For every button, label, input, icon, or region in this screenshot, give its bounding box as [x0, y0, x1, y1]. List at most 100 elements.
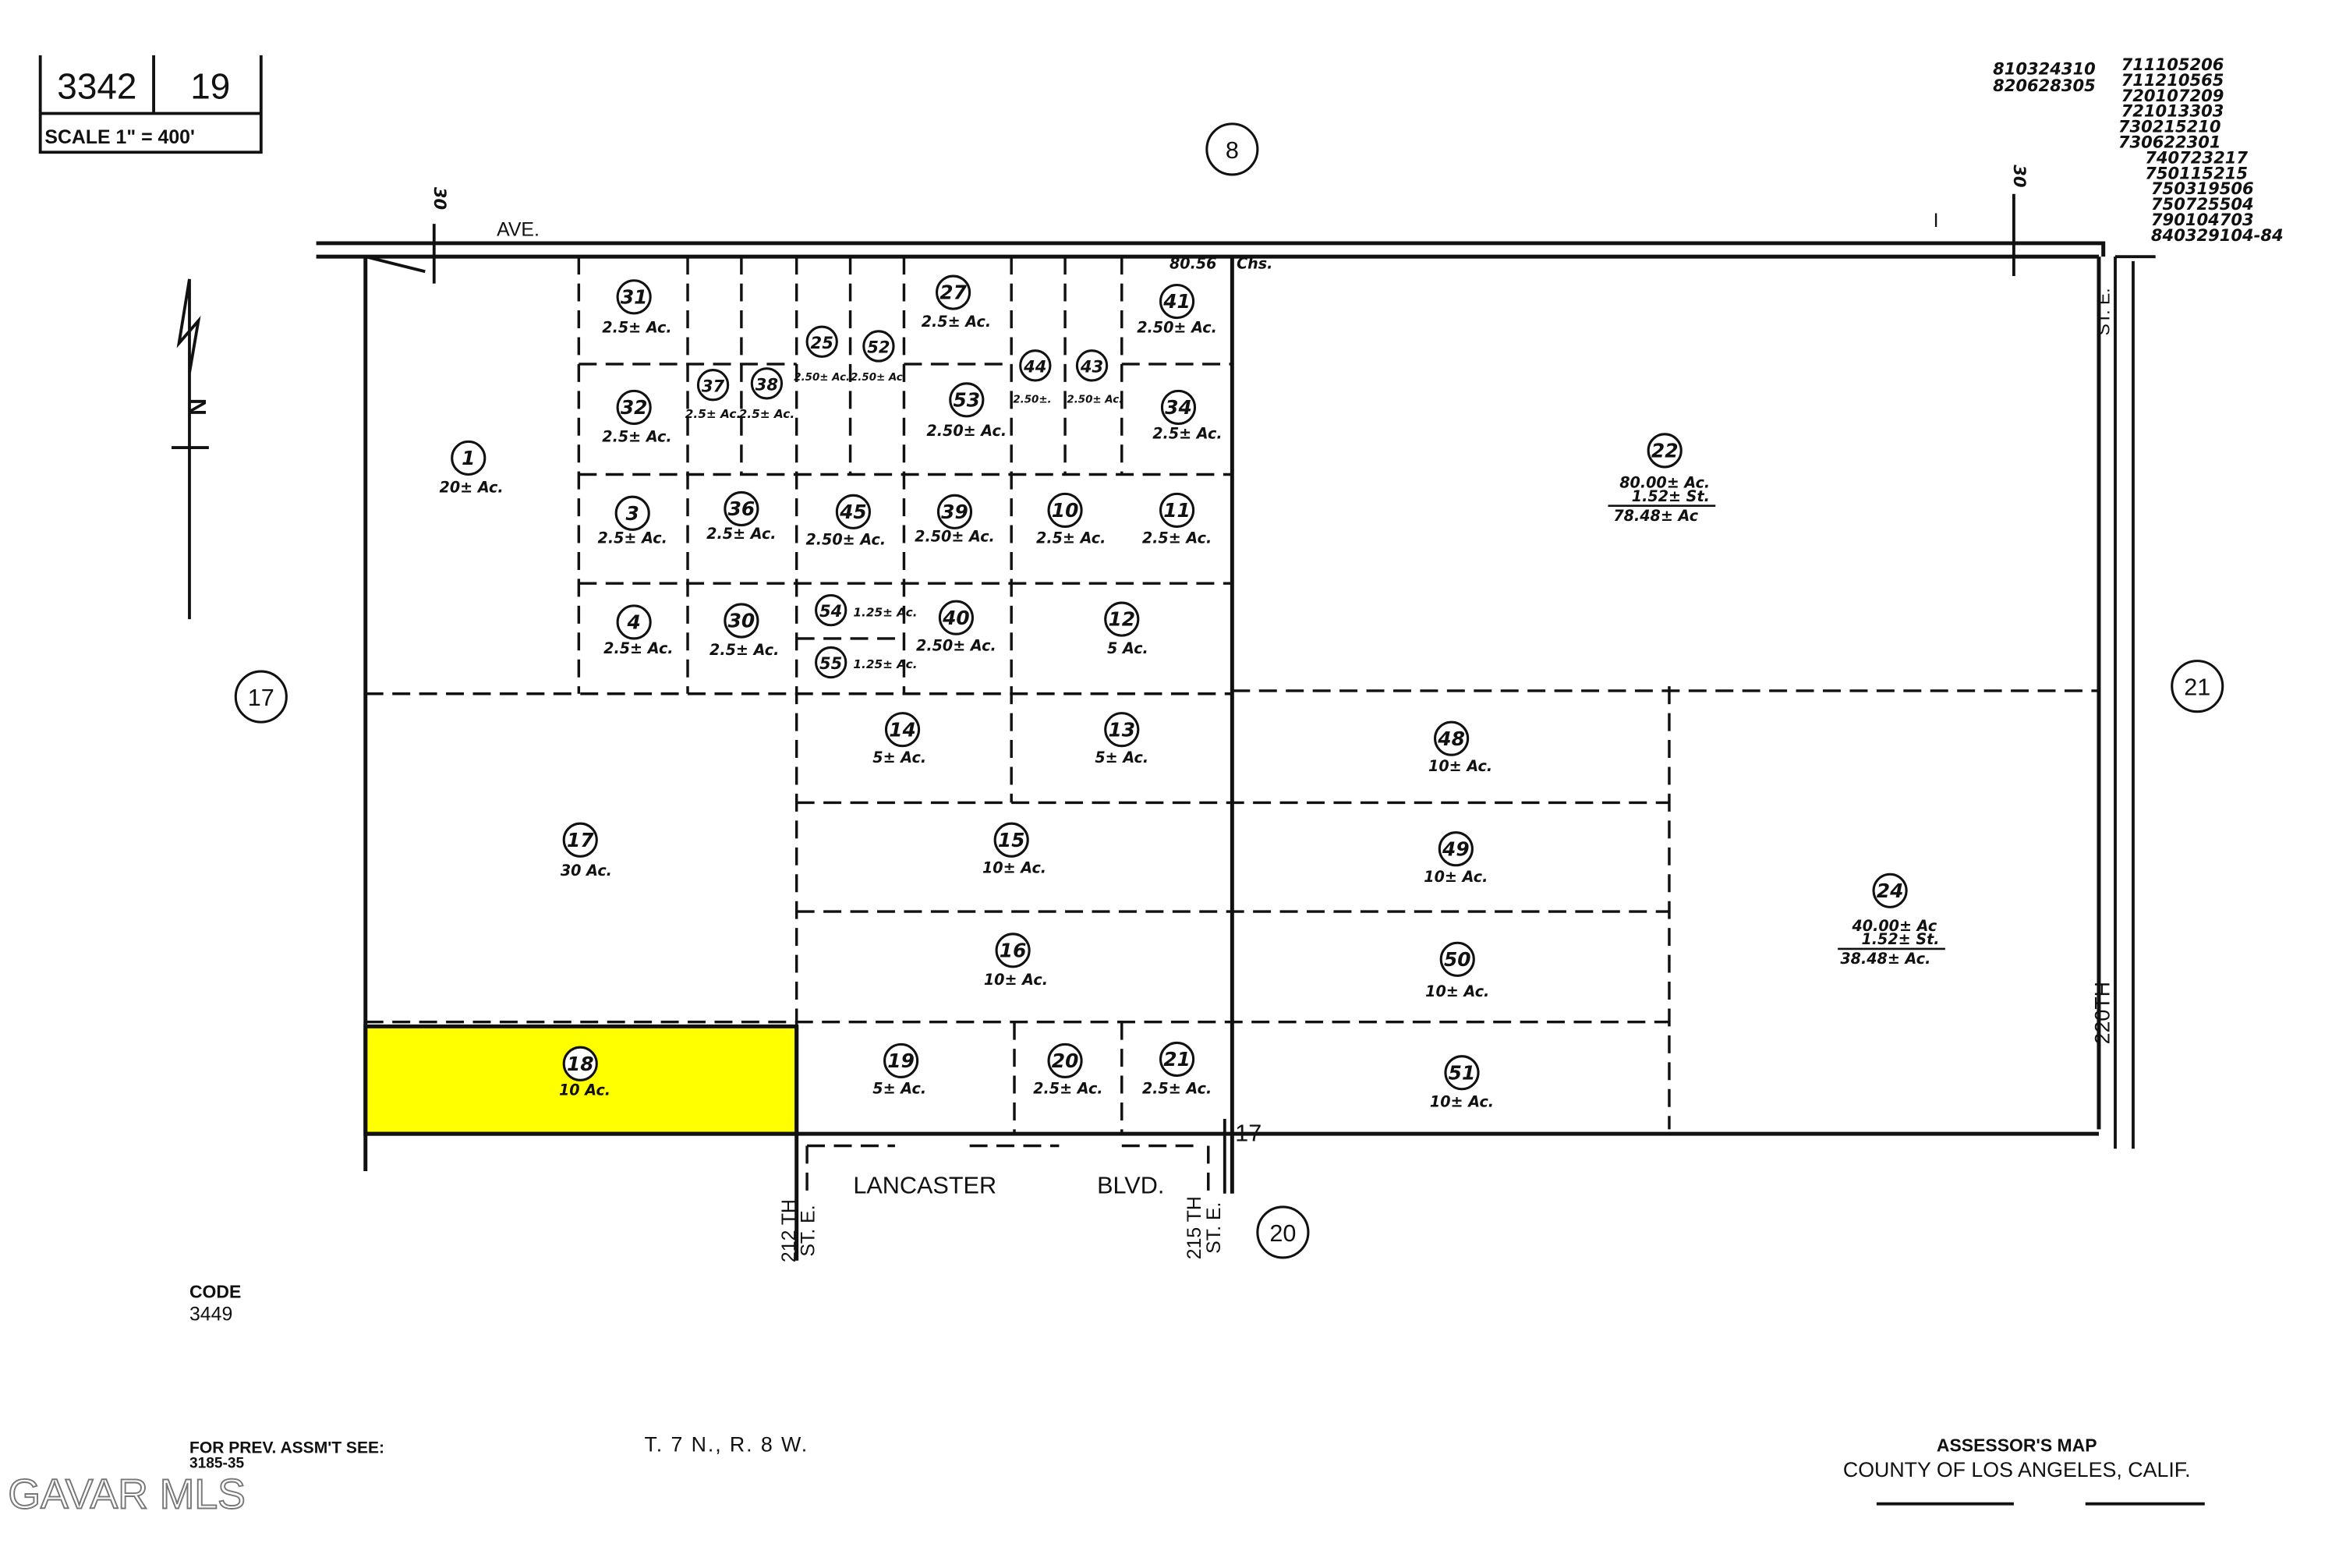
- parcel-acreage: 2.5± Ac.: [603, 639, 673, 657]
- change-log-entry: 720107209: [2121, 86, 2224, 105]
- corner-number: 17: [1235, 1120, 1262, 1147]
- street-ave-label: AVE.: [497, 218, 540, 240]
- parcel-acreage: 10± Ac.: [1424, 868, 1488, 886]
- parcel-27[interactable]: 272.5± Ac.: [922, 274, 991, 331]
- map-title-2: COUNTY OF LOS ANGELES, CALIF.: [1843, 1458, 2191, 1481]
- parcel-37[interactable]: 372.5± Ac.: [685, 369, 741, 421]
- parcel-acreage: 1.25± Ac.: [853, 605, 917, 619]
- adjacent-page-north[interactable]: 8: [1205, 122, 1259, 176]
- parcel-12[interactable]: 12 5 Ac.: [1104, 601, 1148, 657]
- parcel-number: 27: [939, 281, 967, 304]
- parcel-acreage: 10± Ac.: [982, 858, 1046, 876]
- parcel-39[interactable]: 392.50± Ac.: [915, 494, 995, 546]
- parcel-number-circle-icon: [724, 603, 759, 639]
- map-book-number: 3342: [57, 65, 136, 106]
- parcel-number-circle-icon: [949, 382, 985, 418]
- parcel-4[interactable]: 42.5± Ac.: [603, 604, 674, 657]
- parcel-34[interactable]: 342.5± Ac.: [1152, 389, 1223, 443]
- parcel-number: 36: [728, 497, 755, 520]
- street-212th-label-2: ST. E.: [798, 1205, 819, 1256]
- parcel-14[interactable]: 145± Ac.: [872, 712, 926, 766]
- parcel-45[interactable]: 452.50± Ac.: [805, 494, 886, 548]
- change-log-entry: 750319506: [2151, 179, 2254, 198]
- parcel-19[interactable]: 195± Ac.: [872, 1042, 926, 1098]
- change-log-entry: 750115215: [2145, 163, 2248, 182]
- map-page-number: 19: [190, 65, 230, 106]
- parcel-53[interactable]: 532.50± Ac.: [926, 382, 1007, 440]
- parcel-21[interactable]: 212.5± Ac.: [1142, 1041, 1212, 1098]
- map-number-box: 3342 19 SCALE 1" = 400': [38, 55, 263, 154]
- parcel-40[interactable]: 402.50± Ac.: [916, 600, 996, 654]
- parcel-acreage: 2.5± Ac.: [1033, 1080, 1102, 1098]
- parcel-acreage: 5± Ac.: [1095, 749, 1148, 766]
- parcel-1[interactable]: 120± Ac.: [440, 440, 504, 496]
- parcel-3[interactable]: 32.5± Ac.: [598, 495, 667, 547]
- parcel-number: 16: [1000, 939, 1027, 961]
- parcel-38[interactable]: 382.5± Ac.: [739, 367, 794, 421]
- adjacent-page-number: 17: [248, 685, 274, 711]
- parcel-acreage: 2.5± Ac.: [598, 529, 667, 547]
- parcel-11[interactable]: 112.5± Ac.: [1142, 492, 1212, 547]
- parcel-number: 14: [889, 718, 916, 741]
- street-212th-label-1: 212 TH: [778, 1199, 800, 1262]
- watermark-logo: GAVAR MLS: [8, 1471, 246, 1517]
- change-log-entry: 721013303: [2121, 101, 2224, 121]
- parcel-number: 48: [1437, 727, 1465, 750]
- parcel-number-circle-icon: [884, 712, 921, 748]
- parcel-52[interactable]: 522.50± Ac.: [851, 330, 907, 384]
- parcel-number-circle-icon: [883, 1042, 919, 1078]
- parcel-20[interactable]: 202.5± Ac.: [1033, 1042, 1103, 1098]
- parcel-number: 52: [867, 338, 890, 357]
- parcel-number-circle-icon: [936, 494, 973, 529]
- parcel-number: 25: [811, 333, 833, 352]
- parcel-10[interactable]: 102.5± Ac.: [1036, 492, 1106, 547]
- parcel-net-acreage: 78.48± Ac: [1613, 507, 1698, 525]
- change-log-entry: 840329104-84: [2151, 225, 2284, 245]
- parcel-25[interactable]: 252.50± Ac.: [794, 325, 850, 384]
- parcel-32[interactable]: 322.5± Ac.: [602, 389, 672, 445]
- north-label: N: [184, 398, 211, 416]
- change-log-entry: 711105206: [2121, 55, 2224, 74]
- parcel-number-circle-icon: [1075, 349, 1109, 382]
- parcel-acreage: 10 Ac.: [559, 1081, 610, 1099]
- parcel-30[interactable]: 302.5± Ac.: [709, 603, 779, 659]
- parcel-number: 38: [755, 374, 778, 394]
- parcel-number-circle-icon: [862, 330, 895, 363]
- parcel-number-circle-icon: [1047, 1042, 1083, 1078]
- adjacent-page-west[interactable]: 17: [234, 670, 288, 724]
- parcel-36[interactable]: 362.5± Ac.: [706, 490, 777, 543]
- parcel-13[interactable]: 135± Ac.: [1095, 712, 1148, 766]
- change-log-entry: 820628305: [1993, 76, 2096, 95]
- parcel-number-circle-icon: [1444, 1055, 1480, 1091]
- parcel-number-circle-icon: [1019, 349, 1052, 382]
- parcel-acreage: 5± Ac.: [872, 1080, 926, 1098]
- parcel-number-circle-icon: [1434, 720, 1470, 756]
- parcel-acreage: 2.50± Ac.: [1137, 319, 1217, 337]
- township-range: T. 7 N., R. 8 W.: [644, 1433, 809, 1457]
- parcel-acreage: 5 Ac.: [1107, 639, 1148, 657]
- road-offset-east: 30: [2010, 165, 2029, 187]
- change-log-entry: 750725504: [2151, 194, 2254, 214]
- parcel-number: 30: [728, 610, 755, 632]
- adjacent-page-east[interactable]: 21: [2171, 660, 2224, 713]
- parcel-41[interactable]: 412.50± Ac.: [1137, 283, 1217, 337]
- parcel-31[interactable]: 312.5± Ac.: [602, 279, 672, 337]
- parcel-number: 12: [1108, 608, 1135, 631]
- parcel-44[interactable]: 442.50±.: [1013, 349, 1052, 406]
- parcel-street-deduction: 1.52± St.: [1632, 487, 1710, 505]
- parcel-43[interactable]: 432.50± Ac.: [1067, 349, 1123, 406]
- section-marker: I: [1934, 210, 1939, 232]
- adjacent-page-south[interactable]: 20: [1256, 1205, 1310, 1259]
